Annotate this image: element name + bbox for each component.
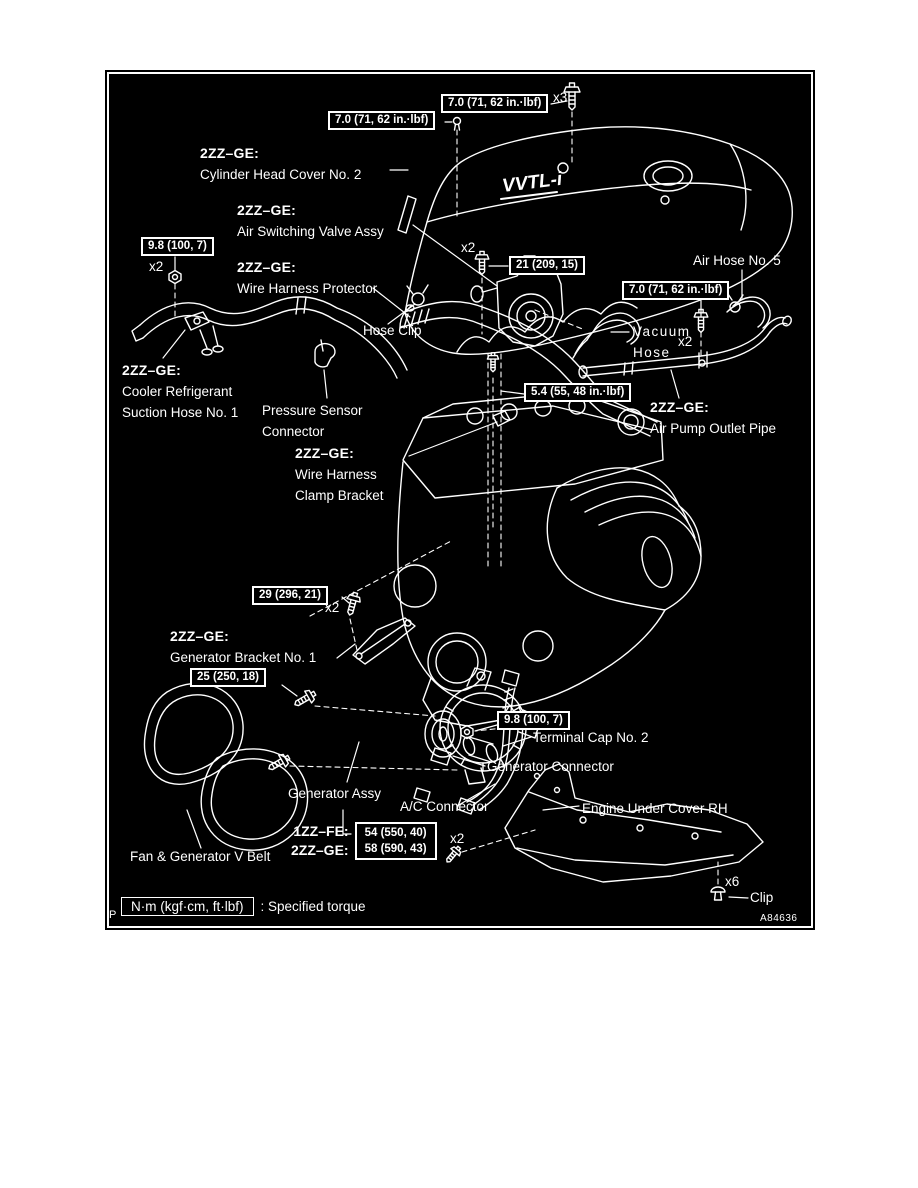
label-cooler-refrigerant-suction-hose: 2ZZ–GE: Cooler Refrigerant Suction Hose … bbox=[122, 360, 238, 423]
clip-pin-icon bbox=[452, 116, 462, 131]
quantity-marker: x3 bbox=[553, 90, 568, 105]
torque-legend-note: : Specified torque bbox=[260, 899, 366, 914]
torque-spec-box: 5.4 (55, 48 in.·lbf) bbox=[524, 383, 632, 402]
engine-block-art bbox=[394, 392, 701, 726]
label-generator-connector: Generator Connector bbox=[487, 756, 614, 777]
torque-spec-dual: 1ZZ–FE: 2ZZ–GE: 54 (550, 40) 58 (590, 43… bbox=[291, 822, 437, 860]
clip-icon bbox=[710, 886, 726, 901]
part-name: Clamp Bracket bbox=[295, 488, 384, 503]
part-name: Hose Clip bbox=[363, 323, 422, 338]
torque-spec-box: 7.0 (71, 62 in.·lbf) bbox=[328, 111, 436, 130]
engine-variant-code: 1ZZ–FE: bbox=[293, 823, 349, 839]
label-generator-bracket-no-1: 2ZZ–GE: Generator Bracket No. 1 bbox=[170, 626, 316, 668]
part-name: Air Pump Outlet Pipe bbox=[650, 421, 777, 436]
screw-icon bbox=[442, 843, 464, 866]
part-name: A/C Connector bbox=[400, 799, 489, 814]
engine-variant-code: 2ZZ–GE: bbox=[122, 362, 181, 378]
bolt-icon bbox=[264, 750, 293, 776]
part-name: Terminal Cap No. 2 bbox=[533, 730, 649, 745]
dashed-lines bbox=[175, 112, 718, 884]
label-engine-under-cover-rh: Engine Under Cover RH bbox=[582, 798, 728, 819]
bolt-icon bbox=[342, 590, 363, 618]
engine-cover-art: VVTL-i bbox=[398, 127, 792, 354]
part-name: Generator Bracket No. 1 bbox=[170, 650, 317, 665]
torque-legend-box: N·m (kgf·cm, ft·lbf) bbox=[121, 897, 254, 916]
torque-spec-box: 25 (250, 18) bbox=[190, 668, 267, 687]
label-vacuum-hose: Vacuum Hose bbox=[633, 321, 691, 363]
nut-icon bbox=[168, 269, 182, 285]
torque-spec-box: 9.8 (100, 7) bbox=[497, 711, 570, 730]
torque-value: 58 (590, 43) bbox=[364, 843, 427, 855]
under-cover-art bbox=[505, 764, 763, 882]
label-clip: Clip bbox=[750, 887, 773, 908]
part-name: Clip bbox=[750, 890, 774, 905]
part-name: Connector bbox=[262, 424, 325, 439]
part-name: Generator Connector bbox=[487, 759, 614, 774]
label-air-switching-valve-assy: 2ZZ–GE: Air Switching Valve Assy bbox=[237, 200, 384, 242]
part-name: Pressure Sensor bbox=[262, 403, 363, 418]
bolt-icon bbox=[290, 686, 319, 712]
part-name: Suction Hose No. 1 bbox=[122, 405, 239, 420]
diagram-panel: VVTL-i bbox=[105, 70, 815, 930]
nut-icon bbox=[460, 724, 474, 740]
quantity-marker: x2 bbox=[461, 240, 476, 255]
figure-code: A84636 bbox=[760, 913, 798, 924]
engine-variant-code: 2ZZ–GE: bbox=[295, 445, 354, 461]
torque-spec-box: 9.8 (100, 7) bbox=[141, 237, 214, 256]
label-air-hose-no-5: Air Hose No. 5 bbox=[693, 250, 781, 271]
part-name: Vacuum bbox=[633, 324, 691, 339]
label-wire-harness-clamp-bracket: 2ZZ–GE: Wire Harness Clamp Bracket bbox=[295, 443, 384, 506]
torque-legend: N·m (kgf·cm, ft·lbf) : Specified torque bbox=[121, 897, 366, 916]
engine-variant-code: 2ZZ–GE: bbox=[170, 628, 229, 644]
label-generator-assy: Generator Assy bbox=[288, 783, 381, 804]
engine-variant-code: 2ZZ–GE: bbox=[291, 842, 349, 858]
bolt-icon bbox=[474, 250, 490, 275]
torque-spec-box: 7.0 (71, 62 in.·lbf) bbox=[441, 94, 549, 113]
label-pressure-sensor-connector: Pressure Sensor Connector bbox=[262, 400, 363, 442]
label-ac-connector: A/C Connector bbox=[400, 796, 489, 817]
quantity-marker: x2 bbox=[149, 259, 164, 274]
label-hose-clip: Hose Clip bbox=[363, 320, 422, 341]
label-fan-generator-v-belt: Fan & Generator V Belt bbox=[130, 846, 270, 867]
quantity-marker: x6 bbox=[725, 874, 740, 889]
v-belt-art bbox=[144, 683, 307, 850]
torque-value: 54 (550, 40) bbox=[364, 827, 427, 839]
quantity-marker: x2 bbox=[325, 600, 340, 615]
label-air-pump-outlet-pipe: 2ZZ–GE: Air Pump Outlet Pipe bbox=[650, 397, 776, 439]
engine-variant-code: 2ZZ–GE: bbox=[200, 145, 259, 161]
quantity-marker: x2 bbox=[450, 831, 465, 846]
page-corner-mark: P bbox=[109, 909, 117, 921]
torque-spec-box: 29 (296, 21) bbox=[252, 586, 329, 605]
label-wire-harness-protector: 2ZZ–GE: Wire Harness Protector bbox=[237, 257, 377, 299]
part-name: Wire Harness bbox=[295, 467, 377, 482]
engine-variant-code: 2ZZ–GE: bbox=[237, 259, 296, 275]
part-name: Engine Under Cover RH bbox=[582, 801, 728, 816]
part-name: Fan & Generator V Belt bbox=[130, 849, 271, 864]
torque-spec-box: 21 (209, 15) bbox=[509, 256, 586, 275]
quantity-marker: x2 bbox=[678, 334, 693, 349]
terminal-cap-icon bbox=[461, 736, 500, 763]
leader-lines bbox=[163, 101, 748, 898]
torque-spec-box: 7.0 (71, 62 in.·lbf) bbox=[622, 281, 730, 300]
bolt-icon bbox=[693, 308, 709, 333]
part-name: Generator Assy bbox=[288, 786, 382, 801]
part-name: Air Switching Valve Assy bbox=[237, 224, 384, 239]
part-name: Hose bbox=[633, 345, 671, 360]
label-cylinder-head-cover-no-2: 2ZZ–GE: Cylinder Head Cover No. 2 bbox=[200, 143, 361, 185]
part-name: Wire Harness Protector bbox=[237, 281, 378, 296]
part-name: Cylinder Head Cover No. 2 bbox=[200, 167, 362, 182]
label-terminal-cap-no-2: Terminal Cap No. 2 bbox=[533, 727, 649, 748]
bolt-icon bbox=[486, 352, 500, 373]
part-name: Air Hose No. 5 bbox=[693, 253, 781, 268]
engine-variant-code: 2ZZ–GE: bbox=[237, 202, 296, 218]
engine-variant-code: 2ZZ–GE: bbox=[650, 399, 709, 415]
part-name: Cooler Refrigerant bbox=[122, 384, 233, 399]
